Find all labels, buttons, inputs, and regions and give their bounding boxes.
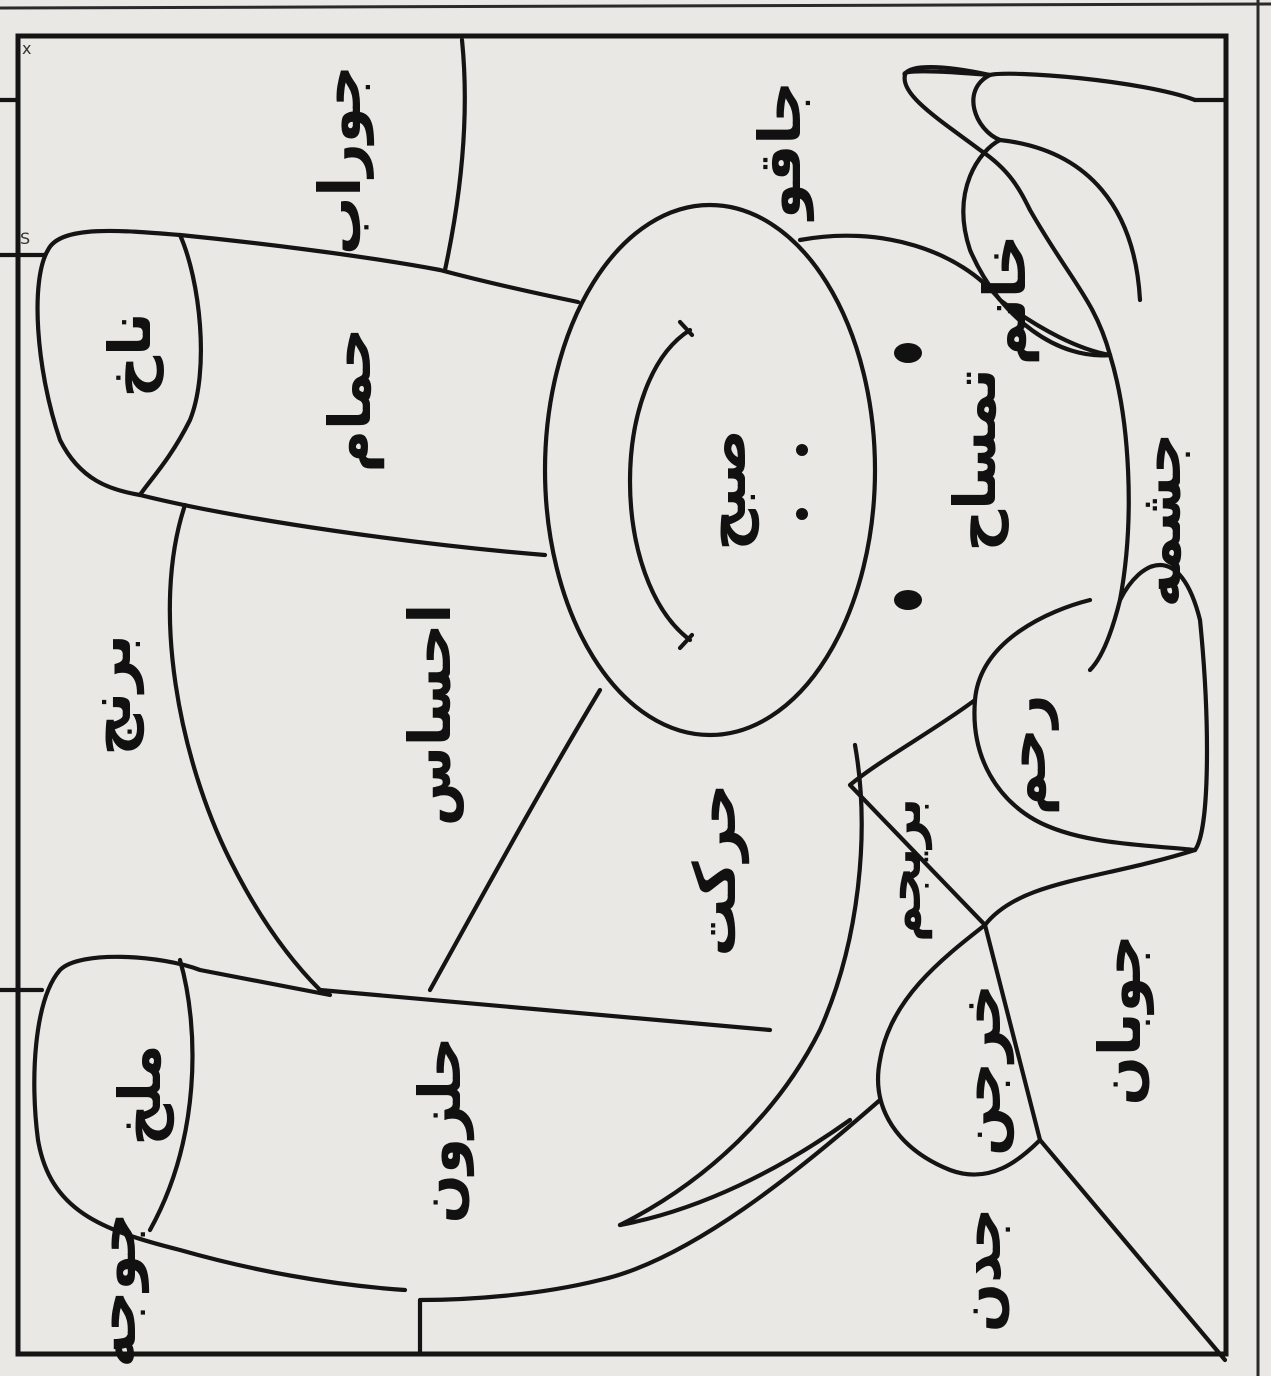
- word-right-top-band: جوبان: [1086, 934, 1155, 1105]
- word-tail-region: جدن: [946, 1208, 1014, 1333]
- tail-diagonal: [1037, 1137, 1228, 1363]
- ear-bottom-lobe: [847, 697, 988, 928]
- tusk-outer: [617, 742, 864, 1228]
- divider-top-left: [442, 37, 467, 273]
- corner-mark-s: S: [20, 229, 30, 248]
- corner-mark-x: x: [22, 39, 31, 58]
- word-top-left-band: جاقو: [746, 81, 815, 222]
- foot-outline: [32, 954, 408, 1293]
- word-head: تمساح: [941, 368, 1009, 551]
- body-lower-divider: [317, 987, 773, 1033]
- word-bottom-right-corner: جوجه: [81, 1212, 150, 1367]
- body-divider: [427, 687, 603, 993]
- word-trunk-mid: حمام: [316, 328, 384, 473]
- word-under-trunk: برنج: [76, 634, 145, 755]
- word-face: صبح: [691, 429, 760, 551]
- head-top-edge: [797, 233, 1113, 358]
- tail-line-lower: [417, 1097, 883, 1357]
- mouth-curve: [627, 327, 693, 643]
- face-oval: [542, 202, 878, 738]
- ear-top-inner: [961, 137, 1113, 358]
- worksheet-frame: [15, 33, 1229, 1357]
- eye-right: [894, 590, 922, 610]
- trunk-outline: [35, 228, 581, 558]
- word-ear-bottom: رحم: [991, 695, 1059, 816]
- body-left-curve: [167, 502, 323, 993]
- word-body-center: احساس: [396, 604, 464, 827]
- page-top-edge: [0, 2, 1271, 10]
- word-ear-top: خانم: [971, 235, 1039, 366]
- word-head-top: جشمه: [1126, 433, 1194, 608]
- word-belly: حلزون: [406, 1036, 475, 1223]
- nostril-right: [796, 508, 808, 520]
- ear-bottom-tail: [982, 847, 1198, 928]
- word-tail-inner: خرجن: [946, 984, 1015, 1156]
- word-body-lower: حرکت: [681, 783, 750, 956]
- head-right-edge: [1087, 352, 1131, 673]
- word-top-left-corner: جوراب: [306, 65, 375, 255]
- trunk-tip-divider: [137, 232, 203, 498]
- tusk-inner: [617, 1117, 853, 1228]
- word-neck: بریجم: [874, 798, 933, 942]
- mouth-ends: [677, 319, 695, 651]
- ear-top-cap: [902, 69, 993, 78]
- word-trunk-tip: ناخ: [96, 312, 164, 397]
- ear-top-outline: [971, 71, 1198, 303]
- word-foot-tip: ملخ: [106, 1044, 175, 1145]
- foot-tip-divider: [147, 957, 195, 1233]
- tail-loop: [876, 922, 1043, 1177]
- ear-bottom-outer: [1117, 562, 1210, 853]
- eye-left: [894, 343, 922, 363]
- nostril-left: [796, 444, 808, 456]
- ear-bottom-inner: [972, 597, 1198, 853]
